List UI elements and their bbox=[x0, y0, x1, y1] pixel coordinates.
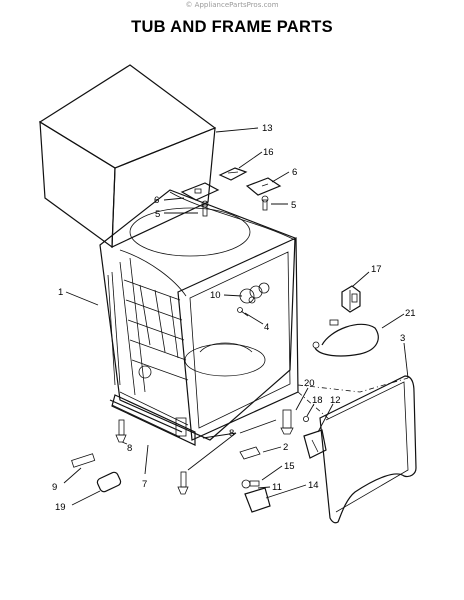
callout-9: 9 bbox=[52, 482, 57, 493]
part-17-bracket bbox=[341, 285, 361, 313]
part-8-leveling-leg-right bbox=[177, 471, 189, 495]
part-16-clip bbox=[218, 167, 248, 181]
callout-7: 7 bbox=[142, 479, 147, 490]
callout-1: 1 bbox=[58, 287, 63, 298]
callout-8-center: 8 bbox=[229, 428, 234, 439]
callout-13: 13 bbox=[262, 123, 273, 134]
callout-11: 11 bbox=[272, 482, 282, 493]
callout-20: 20 bbox=[304, 378, 315, 389]
callout-15: 15 bbox=[284, 461, 295, 472]
callout-21: 21 bbox=[405, 308, 416, 319]
part-10-components bbox=[239, 282, 270, 304]
part-5-screw-right bbox=[261, 195, 269, 211]
callout-6-right: 6 bbox=[292, 167, 297, 178]
callout-10: 10 bbox=[210, 290, 221, 301]
part-19-pad bbox=[96, 471, 122, 493]
part-6-bracket-left bbox=[180, 182, 220, 201]
alignment-line bbox=[297, 377, 409, 393]
part-2-pad bbox=[239, 446, 261, 460]
part-7-rail bbox=[109, 399, 183, 438]
callout-5-right: 5 bbox=[291, 200, 296, 211]
watermark: © AppliancePartsPros.com bbox=[185, 1, 279, 9]
part-8-leveling-leg-left bbox=[115, 419, 127, 443]
callout-6-left: 6 bbox=[154, 195, 159, 206]
callout-14: 14 bbox=[308, 480, 319, 491]
callout-5-left: 5 bbox=[155, 209, 160, 220]
callout-18: 18 bbox=[312, 395, 323, 406]
part-18-screw bbox=[302, 415, 309, 422]
callout-19: 19 bbox=[55, 502, 66, 513]
callout-17: 17 bbox=[371, 264, 382, 275]
part-3-door-gasket bbox=[319, 375, 417, 524]
part-6-bracket-right bbox=[245, 177, 282, 196]
diagram-title: TUB AND FRAME PARTS bbox=[131, 18, 333, 36]
part-15-clip bbox=[241, 479, 260, 489]
part-9-spring bbox=[71, 453, 96, 468]
part-20-leveling-leg bbox=[280, 409, 294, 435]
tub-assembly bbox=[99, 189, 299, 446]
callout-2: 2 bbox=[283, 442, 288, 453]
part-12-bracket bbox=[303, 429, 327, 459]
part-14-bracket bbox=[244, 487, 271, 513]
callout-16: 16 bbox=[263, 147, 274, 158]
part-13-insulation-blanket bbox=[38, 64, 217, 249]
callout-8-left: 8 bbox=[127, 443, 132, 454]
callout-12: 12 bbox=[330, 395, 341, 406]
part-4-screw bbox=[237, 307, 249, 317]
part-21-hose bbox=[312, 319, 379, 357]
callout-3: 3 bbox=[400, 333, 405, 344]
callout-4: 4 bbox=[264, 322, 269, 333]
